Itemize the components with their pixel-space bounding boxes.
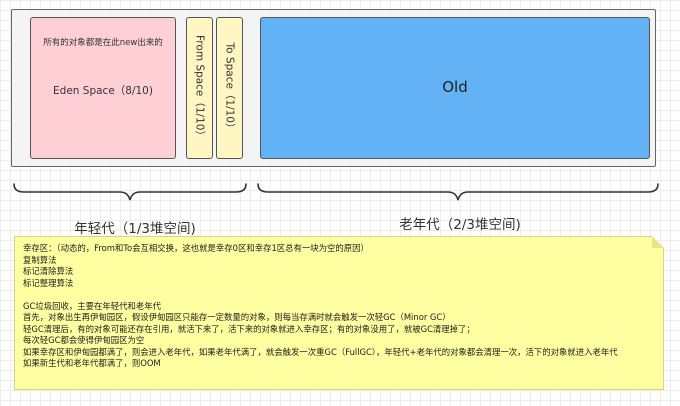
young-gen-brace (13, 183, 247, 201)
note-line: 首先，对象出生再伊甸园区，假设伊甸园区只能存一定数量的对象，则每当存满时就会触发… (23, 312, 451, 322)
note-line: 如果新生代和老年代都满了，则OOM (23, 358, 161, 368)
note-line: 每次轻GC都会使得伊甸园区为空 (23, 335, 145, 345)
note-line: 轻GC清理后，有的对象可能还存在引用，就活下来了，活下来的对象就进入幸存区；有的… (23, 323, 475, 334)
note-line: 复制算法 (23, 254, 57, 265)
note-line: 幸存区：（动态的，From和To会互相交换，这也就是幸存0区和幸存1区总有一块为… (23, 243, 369, 253)
eden-note: 所有的对象都是在此new出来的 (43, 38, 163, 48)
note-line: 标记整理算法 (23, 277, 74, 288)
to-space-label: To Space（1/10） (223, 42, 235, 134)
from-space[interactable]: From Space（1/10） (186, 17, 213, 159)
young-gen-label: 年轻代（1/3堆空间) (74, 221, 196, 237)
old-space[interactable]: Old (260, 17, 650, 159)
sticky-note[interactable]: 幸存区：（动态的，From和To会互相交换，这也就是幸存0区和幸存1区总有一块为… (14, 236, 664, 390)
to-space[interactable]: To Space（1/10） (216, 17, 243, 159)
note-line (23, 289, 655, 301)
old-gen-label: 老年代（2/3堆空间) (399, 217, 521, 233)
note-line: 如果幸存区和伊甸园都满了，则会进入老年代，如果老年代满了，就会触发一次重GC（F… (23, 346, 618, 357)
eden-label: Eden Space（8/10) (53, 85, 153, 97)
eden-space[interactable]: 所有的对象都是在此new出来的 Eden Space（8/10) (30, 17, 176, 159)
old-space-label: Old (442, 78, 468, 96)
note-line: 标记清除算法 (23, 266, 74, 276)
from-space-label: From Space（1/10） (193, 35, 205, 141)
note-line: GC垃圾回收，主要在年轻代和老年代 (23, 300, 161, 311)
old-gen-brace (257, 183, 659, 201)
note-fold-corner (652, 236, 664, 248)
